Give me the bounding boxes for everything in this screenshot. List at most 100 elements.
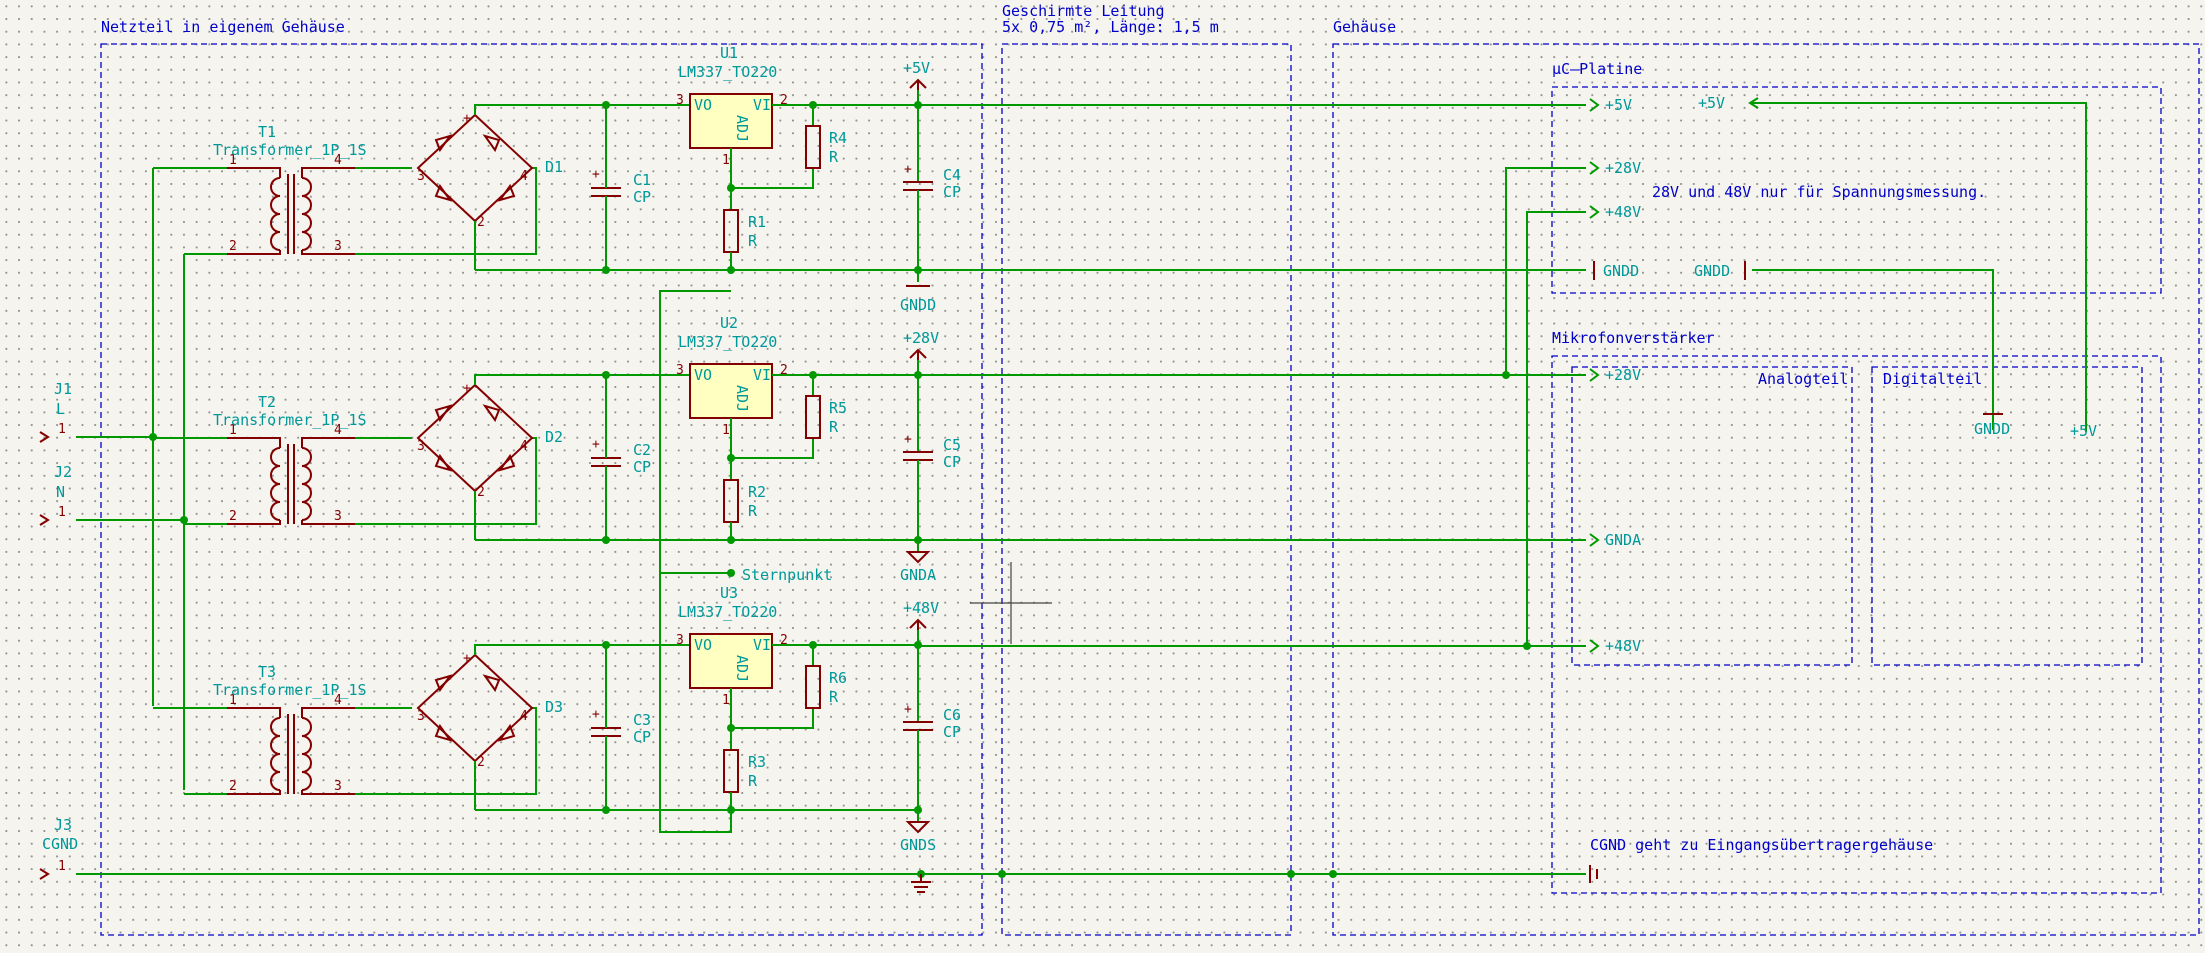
connector-j2: J2 N 1: [39, 463, 72, 526]
j3-ref: J3: [54, 816, 72, 834]
j1-pin: 1: [58, 422, 66, 437]
j2-pin: 1: [58, 505, 66, 520]
cap-value: CP: [633, 458, 651, 476]
regulator-vi: VI: [753, 366, 771, 384]
transformer-pin: 3: [334, 239, 342, 254]
cap-ref: C2: [633, 441, 651, 459]
regulator-ref: U1: [720, 44, 738, 62]
regulator-adj: ADJ: [733, 385, 751, 412]
transformer-value: Transformer_1P_1S: [213, 681, 367, 699]
res-adj-value: R: [748, 232, 758, 250]
sheet-housing: [1332, 43, 2200, 936]
bridge-pin: 3: [417, 439, 425, 454]
sheet-uc: [1551, 86, 2162, 294]
j3-pin: 1: [58, 859, 66, 874]
power-label-top: +5V: [903, 59, 930, 77]
power-label-top: +48V: [903, 599, 939, 617]
transformer-pin: 2: [229, 509, 237, 524]
bridge-ref: D3: [545, 698, 563, 716]
sheet-digital-title: Digitalteil: [1883, 370, 1982, 388]
regulator-value: LM337_TO220: [678, 333, 777, 351]
distribution-wires: [475, 102, 2087, 650]
transformer-pin: 1: [229, 693, 237, 708]
star-point-wiring: Sternpunkt: [659, 290, 832, 833]
regulator-ref: U3: [720, 584, 738, 602]
regulator-value: LM337_TO220: [678, 603, 777, 621]
transformer-pin: 1: [229, 423, 237, 438]
sternpunkt-label: Sternpunkt: [742, 566, 832, 584]
transformer-pin: 4: [334, 423, 342, 438]
bridge-pin: 3: [417, 709, 425, 724]
ground-label: GNDS: [900, 836, 936, 854]
cap-ref: C5: [943, 436, 961, 454]
regulator-vi: VI: [753, 96, 771, 114]
regulator-pin: 2: [780, 93, 788, 108]
res-fb-ref: R4: [829, 129, 847, 147]
note-voltage-measure: 28V und 48V nur für Spannungsmessung.: [1652, 183, 1986, 201]
port-uc-gndd: GNDD: [1603, 262, 1639, 280]
ground-label: GNDD: [900, 296, 936, 314]
transformer-pin: 4: [334, 693, 342, 708]
sheet-housing-title: Gehäuse: [1333, 18, 1396, 36]
crosshair-cursor-icon: [970, 562, 1052, 644]
sheet-analog-title: Analogteil: [1758, 370, 1848, 388]
transformer-pin: 4: [334, 153, 342, 168]
cap-plus: +: [592, 437, 600, 452]
cap-value: CP: [943, 183, 961, 201]
digital-gndd-label: GNDD: [1974, 420, 2010, 438]
cap-plus: +: [592, 707, 600, 722]
j1-value: L: [56, 400, 65, 418]
res-fb-ref: R5: [829, 399, 847, 417]
j2-ref: J2: [54, 463, 72, 481]
cap-ref: C6: [943, 706, 961, 724]
digital-p5-label: +5V: [2070, 422, 2097, 440]
j2-value: N: [56, 483, 65, 501]
bridge-pin: 4: [520, 709, 528, 724]
regulator-adj: ADJ: [733, 655, 751, 682]
sheet-mic-title: Mikrofonverstärker: [1552, 329, 1715, 347]
transformer-value: Transformer_1P_1S: [213, 141, 367, 159]
cap-plus: +: [904, 162, 912, 177]
port-analog-p28: +28V: [1605, 366, 1641, 384]
sheet-cable-title: Geschirmte Leitung: [1002, 2, 1165, 20]
bridge-pin: 4: [520, 439, 528, 454]
bridge-pin: 2: [477, 485, 485, 500]
bridge-pin: 3: [417, 169, 425, 184]
sheet-mic: [1551, 355, 2162, 894]
cap-value: CP: [943, 453, 961, 471]
transformer-ref: T2: [258, 393, 276, 411]
res-fb-value: R: [829, 418, 839, 436]
cgnd-port-symbol: [1589, 865, 1598, 883]
sheet-psu: [100, 43, 983, 936]
sheet-uc-title: µC–Platine: [1552, 60, 1642, 78]
sheet-analog: [1571, 366, 1853, 666]
note-cgnd: CGND geht zu Eingangsübertragergehäuse: [1590, 836, 1933, 854]
cap-plus: +: [904, 702, 912, 717]
regulator-vo: VO: [694, 636, 712, 654]
sheet-psu-title: Netzteil in eigenem Gehäuse: [101, 18, 345, 36]
port-analog-gnda: GNDA: [1605, 531, 1641, 549]
res-adj-ref: R2: [748, 483, 766, 501]
j1-ref: J1: [54, 380, 72, 398]
regulator-pin: 1: [722, 153, 730, 168]
cap-ref: C3: [633, 711, 651, 729]
regulator-pin: 1: [722, 693, 730, 708]
input-wires: [76, 168, 1586, 878]
regulator-vi: VI: [753, 636, 771, 654]
bridge-pin: 2: [477, 755, 485, 770]
port-uc-p28: +28V: [1605, 159, 1641, 177]
